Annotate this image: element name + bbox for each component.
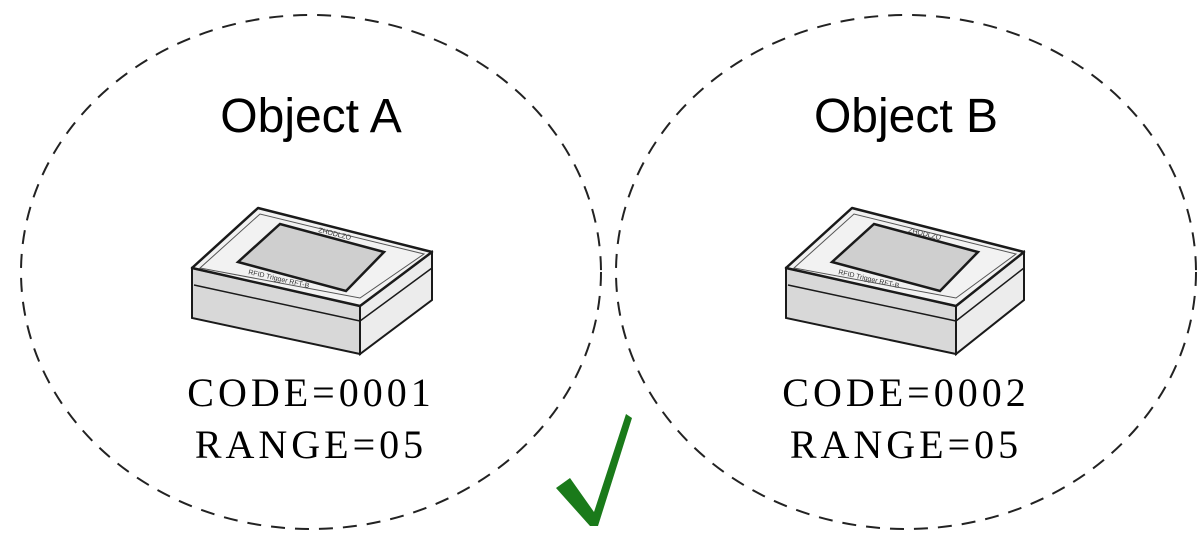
object-a-range-boundary <box>20 14 602 530</box>
object-b: Object B RFID Trigger RFT-B ZHODLZO CODE… <box>782 90 1029 467</box>
object-b-range-boundary <box>615 14 1197 530</box>
object-a-range: RANGE=05 <box>195 422 427 467</box>
rfid-trigger-device-icon: RFID Trigger RFT-B ZHODLZO <box>784 206 1026 357</box>
rfid-trigger-device-icon: RFID Trigger RFT-B ZHODLZO <box>190 206 434 356</box>
checkmark-icon <box>556 414 632 526</box>
object-b-title: Object B <box>814 90 998 143</box>
object-a-title: Object A <box>220 90 401 143</box>
object-a-code: CODE=0001 <box>187 370 434 415</box>
object-b-code: CODE=0002 <box>782 370 1029 415</box>
object-a: Object A RFID Trigger RFT-B ZHODLZO CODE… <box>187 90 434 467</box>
object-b-range: RANGE=05 <box>790 422 1022 467</box>
